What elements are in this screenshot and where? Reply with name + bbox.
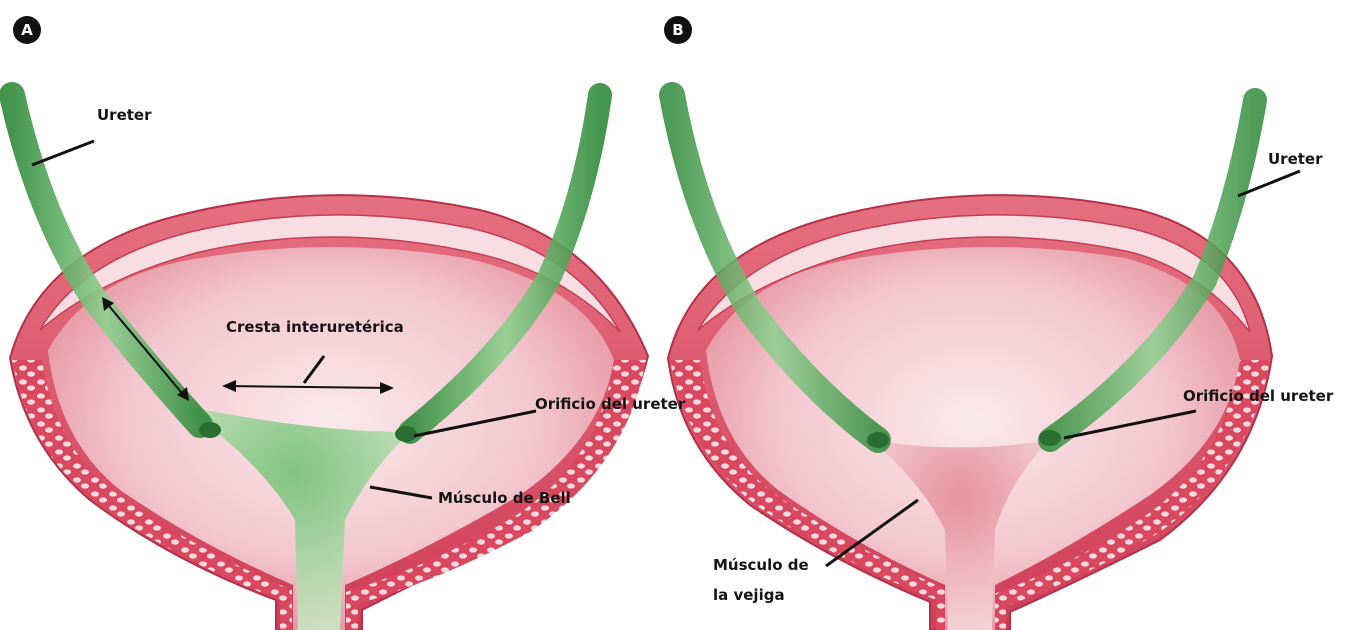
orifice-left-a	[199, 422, 221, 438]
label-orifice-a: Orificio del ureter	[535, 395, 685, 413]
label-muscle-b-line2: la vejiga	[713, 586, 785, 604]
panel-b	[668, 95, 1300, 630]
panel-a	[10, 95, 648, 630]
label-muscle-b-line1: Músculo de	[713, 556, 809, 574]
orifice-left-b	[867, 432, 889, 448]
label-ridge-a: Cresta interuretérica	[226, 318, 404, 336]
panel-a-badge: A	[13, 16, 41, 44]
orifice-right-b	[1039, 430, 1061, 446]
leader-ureter-a	[32, 141, 94, 165]
label-muscle-a: Músculo de Bell	[438, 489, 571, 507]
orifice-right-a	[395, 426, 417, 442]
label-orifice-b: Orificio del ureter	[1183, 387, 1333, 405]
label-ureter-a: Ureter	[97, 106, 152, 124]
panel-b-badge: B	[664, 16, 692, 44]
label-ureter-b: Ureter	[1268, 150, 1323, 168]
